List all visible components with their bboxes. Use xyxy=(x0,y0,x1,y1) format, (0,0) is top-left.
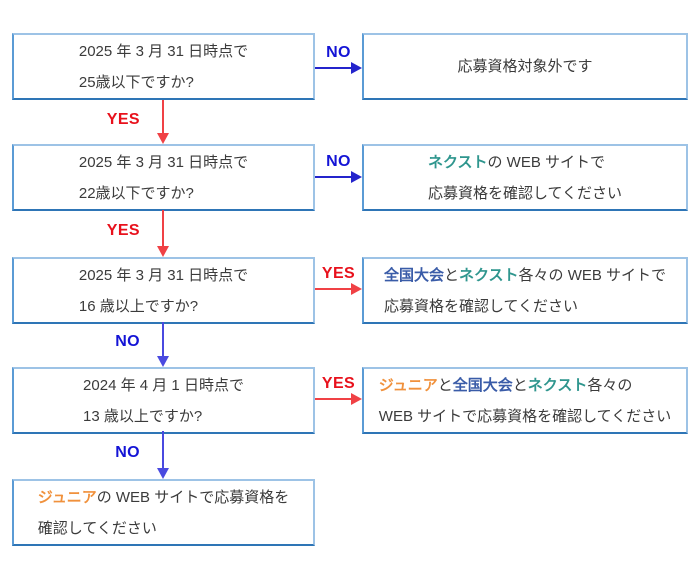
result-text-block: ジュニアと全国大会とネクスト各々の WEB サイトで応募資格を確認してください xyxy=(379,370,671,432)
arrowhead-down-icon xyxy=(156,246,169,257)
brand-junior: ジュニア xyxy=(378,376,438,394)
arrow-shaft xyxy=(161,100,164,133)
arrow-shaft xyxy=(315,288,351,290)
yes-label: YES xyxy=(321,375,356,392)
decision-text-block: 2024 年 4 月 1 日時点で 13 歳以上ですか? xyxy=(83,370,244,432)
result-text: 各々の xyxy=(587,376,633,394)
result-box-not-eligible: 応募資格対象外です xyxy=(362,33,688,100)
result-line: 応募資格を確認してください xyxy=(427,184,623,202)
result-text: と xyxy=(512,376,528,394)
no-label: NO xyxy=(115,333,140,350)
decision-line: 2025 年 3 月 31 日時点で xyxy=(78,42,249,60)
result-box-junior: ジュニアの WEB サイトで応募資格を 確認してください xyxy=(12,479,315,546)
decision-line: 2025 年 3 月 31 日時点で xyxy=(78,266,249,284)
no-label: NO xyxy=(326,153,351,170)
decision-box-age-16: 2025 年 3 月 31 日時点で 16 歳以上ですか? xyxy=(12,257,315,324)
arrowhead-right-icon xyxy=(351,283,362,295)
down-arrow-no xyxy=(156,431,169,479)
result-line: ジュニアと全国大会とネクスト各々の xyxy=(379,370,671,401)
result-text: 各々の WEB サイトで xyxy=(518,266,667,284)
right-arrow-yes xyxy=(315,283,362,295)
no-label: NO xyxy=(115,444,140,461)
result-box-next: ネクストの WEB サイトで 応募資格を確認してください xyxy=(362,144,688,211)
right-arrow-no xyxy=(315,171,362,183)
decision-line: 2024 年 4 月 1 日時点で xyxy=(83,376,244,394)
result-line: 応募資格対象外です xyxy=(457,58,593,75)
brand-next: ネクスト xyxy=(458,266,519,284)
result-text-block: 全国大会とネクスト各々の WEB サイトで 応募資格を確認してください xyxy=(384,260,666,322)
arrow-shaft xyxy=(315,176,351,178)
result-box-junior-zenkoku-next: ジュニアと全国大会とネクスト各々の WEB サイトで応募資格を確認してください xyxy=(362,367,688,434)
result-line: 全国大会とネクスト各々の WEB サイトで xyxy=(384,260,666,291)
down-arrow-no xyxy=(156,322,169,367)
result-text: の WEB サイトで応募資格を xyxy=(96,488,290,506)
result-line: ネクストの WEB サイトで xyxy=(428,147,622,178)
brand-junior: ジュニア xyxy=(37,488,97,506)
brand-next: ネクスト xyxy=(427,153,488,171)
right-arrow-no xyxy=(315,62,362,74)
result-text: と xyxy=(437,376,453,394)
yes-label: YES xyxy=(321,265,356,282)
result-text-block: ネクストの WEB サイトで 応募資格を確認してください xyxy=(428,147,622,209)
yes-label: YES xyxy=(106,111,140,128)
decision-box-age-25: 2025 年 3 月 31 日時点で 25歳以下ですか? xyxy=(12,33,315,100)
arrow-shaft xyxy=(161,322,164,356)
decision-text-block: 2025 年 3 月 31 日時点で 25歳以下ですか? xyxy=(79,36,248,98)
down-arrow-yes xyxy=(156,210,169,257)
result-line: 確認してください xyxy=(37,519,157,537)
result-text: と xyxy=(443,266,459,284)
arrowhead-down-icon xyxy=(156,468,169,479)
decision-line: 16 歳以上ですか? xyxy=(78,297,199,315)
arrowhead-down-icon xyxy=(156,356,169,367)
arrowhead-right-icon xyxy=(351,62,362,74)
result-text-block: 応募資格対象外です xyxy=(457,51,592,82)
decision-box-age-22: 2025 年 3 月 31 日時点で 22歳以下ですか? xyxy=(12,144,315,211)
arrowhead-right-icon xyxy=(351,393,362,405)
result-text: の WEB サイトで xyxy=(487,153,606,171)
arrowhead-down-icon xyxy=(156,133,169,144)
brand-zenkoku: 全国大会 xyxy=(383,266,444,284)
yes-label: YES xyxy=(106,222,140,239)
decision-text-block: 2025 年 3 月 31 日時点で 22歳以下ですか? xyxy=(79,147,248,209)
result-line: 応募資格を確認してください xyxy=(383,297,579,315)
arrow-shaft xyxy=(161,210,164,246)
brand-zenkoku: 全国大会 xyxy=(452,376,513,394)
decision-line: 22歳以下ですか? xyxy=(78,184,194,202)
decision-line: 13 歳以上ですか? xyxy=(83,407,203,425)
arrow-shaft xyxy=(315,398,351,400)
down-arrow-yes xyxy=(156,100,169,144)
result-line: ジュニアの WEB サイトで応募資格を xyxy=(38,482,289,513)
decision-box-age-13: 2024 年 4 月 1 日時点で 13 歳以上ですか? xyxy=(12,367,315,434)
result-box-zenkoku-next: 全国大会とネクスト各々の WEB サイトで 応募資格を確認してください xyxy=(362,257,688,324)
brand-next: ネクスト xyxy=(527,376,588,394)
decision-line: 2025 年 3 月 31 日時点で xyxy=(78,153,249,171)
result-text-block: ジュニアの WEB サイトで応募資格を 確認してください xyxy=(38,482,289,544)
arrowhead-right-icon xyxy=(351,171,362,183)
arrow-shaft xyxy=(315,67,351,69)
no-label: NO xyxy=(326,44,351,61)
result-line: WEB サイトで応募資格を確認してください xyxy=(378,407,672,425)
decision-text-block: 2025 年 3 月 31 日時点で 16 歳以上ですか? xyxy=(79,260,248,322)
arrow-shaft xyxy=(161,431,164,468)
decision-line: 25歳以下ですか? xyxy=(78,73,194,91)
right-arrow-yes xyxy=(315,393,362,405)
